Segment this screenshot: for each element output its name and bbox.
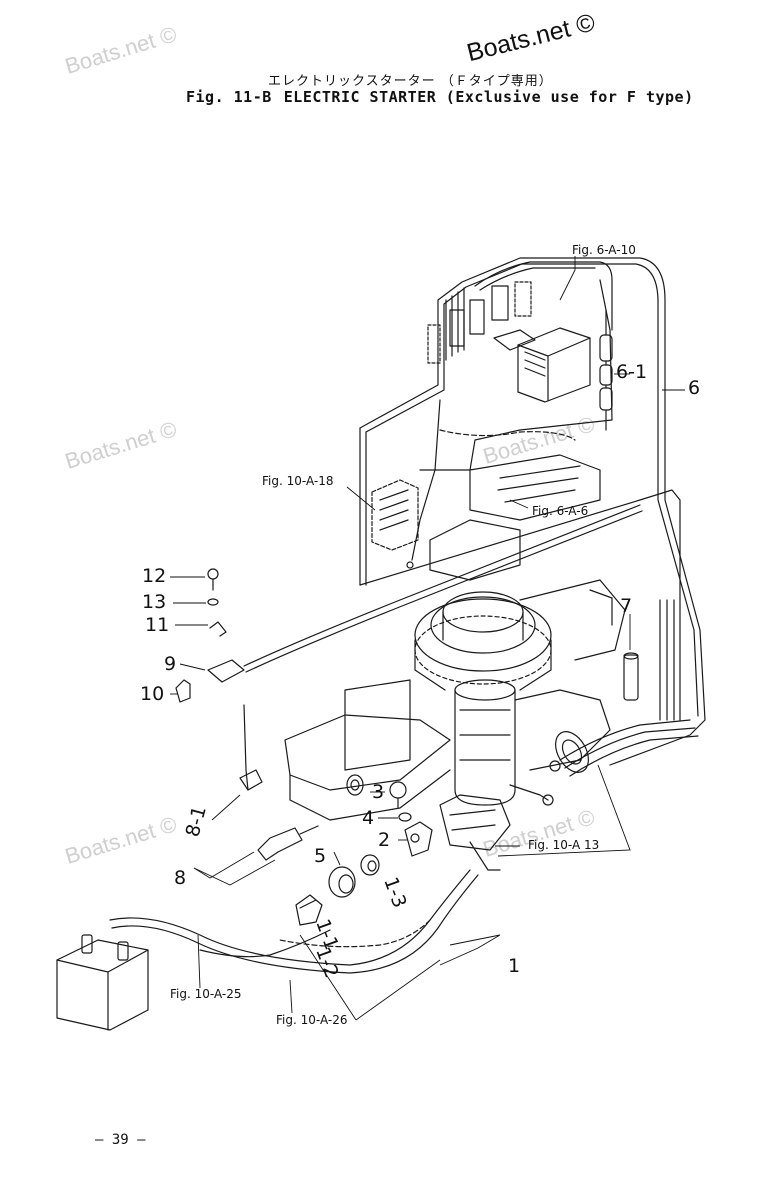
starter-cable bbox=[559, 719, 691, 761]
callout-1-3: 1-3 bbox=[379, 874, 410, 911]
screw bbox=[207, 568, 219, 580]
callout-11: 11 bbox=[145, 614, 169, 636]
engine-housing-outline bbox=[359, 257, 706, 766]
callout-10: 10 bbox=[140, 683, 164, 705]
ref-fig-10-A-26: Fig. 10-A-26 bbox=[276, 1013, 348, 1027]
page-title: Fig. 11-B ELECTRIC STARTER (Exclusive use… bbox=[186, 88, 694, 106]
switch-lead bbox=[243, 704, 249, 791]
bolt bbox=[389, 781, 407, 799]
cable-connector bbox=[207, 659, 245, 683]
wire-bundle bbox=[445, 287, 465, 361]
callout-5: 5 bbox=[314, 845, 326, 867]
connector bbox=[491, 285, 509, 321]
battery-cable bbox=[109, 869, 471, 966]
japanese-title: エレクトリックスターター （Ｆタイプ専用） bbox=[268, 74, 553, 89]
battery bbox=[56, 939, 149, 1031]
connector bbox=[427, 324, 441, 364]
leader-lines bbox=[170, 256, 685, 1021]
starter-relay bbox=[623, 654, 639, 701]
callout-6-1: 6-1 bbox=[616, 361, 647, 383]
ref-fig-6-A-6: Fig. 6-A-6 bbox=[532, 504, 588, 518]
figure-number: Fig. 11-B bbox=[186, 88, 272, 106]
callout-13: 13 bbox=[142, 591, 166, 613]
callout-12: 12 bbox=[142, 565, 166, 587]
starter-solenoid bbox=[439, 794, 511, 851]
ref-fig-10-A-18: Fig. 10-A-18 bbox=[262, 474, 334, 488]
ref-fig-6-A-10: Fig. 6-A-10 bbox=[572, 243, 636, 257]
flywheel bbox=[414, 598, 552, 672]
lock-washer bbox=[207, 598, 219, 606]
connector bbox=[449, 309, 465, 347]
callout-9: 9 bbox=[164, 653, 176, 675]
figure-title: ELECTRIC STARTER (Exclusive use for F ty… bbox=[283, 88, 694, 106]
callout-2: 2 bbox=[378, 829, 390, 851]
connector bbox=[514, 281, 532, 317]
bracket bbox=[209, 621, 227, 637]
ignition-coil bbox=[371, 479, 419, 551]
callout-8-1: 8-1 bbox=[182, 804, 211, 840]
cable-clamp bbox=[175, 679, 191, 703]
engine-top-cover bbox=[469, 454, 601, 521]
rubber-cap bbox=[328, 866, 356, 898]
terminal-boot bbox=[295, 894, 323, 926]
ref-fig-10-A-25: Fig. 10-A-25 bbox=[170, 987, 242, 1001]
callout-6: 6 bbox=[688, 377, 700, 399]
washer bbox=[398, 812, 412, 822]
callout-3: 3 bbox=[372, 781, 384, 803]
start-switch bbox=[257, 827, 303, 861]
callout-7: 7 bbox=[620, 595, 632, 617]
connector bbox=[469, 299, 485, 335]
page-number: – 39 – bbox=[95, 1132, 146, 1148]
rectifier-box bbox=[517, 327, 591, 403]
ref-fig-10-A-13: Fig. 10-A 13 bbox=[528, 838, 599, 852]
callout-1-2: 1-2 bbox=[311, 944, 342, 981]
callout-4: 4 bbox=[362, 807, 374, 829]
terminal-cover bbox=[404, 821, 433, 857]
callout-8: 8 bbox=[174, 867, 186, 889]
nut bbox=[360, 854, 380, 876]
starter-motor bbox=[454, 689, 516, 806]
lower-mount-plate bbox=[284, 714, 451, 791]
callout-1: 1 bbox=[508, 955, 520, 977]
